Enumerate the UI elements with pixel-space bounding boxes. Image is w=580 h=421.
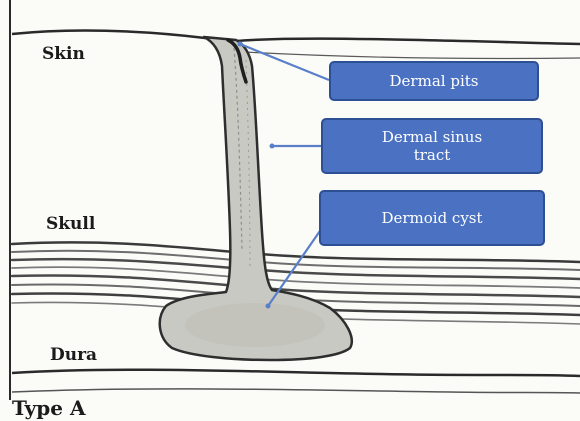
pointer-dot-tract [270, 144, 275, 149]
skin-surface-line [12, 31, 580, 44]
label-skin: Skin [42, 46, 85, 63]
pointer-dot-pits [238, 42, 243, 47]
pointer-dot-cyst [266, 304, 271, 309]
callout-dermal-pits: Dermal pits [329, 61, 539, 101]
skin-surface-line-2 [244, 52, 580, 59]
left-border-line [9, 0, 11, 400]
label-type-a: Type A [12, 398, 86, 418]
cyst-shading [185, 303, 325, 347]
label-skull: Skull [46, 216, 95, 233]
label-dura: Dura [50, 347, 97, 364]
callout-dermal-sinus-tract: Dermal sinus tract [321, 118, 543, 174]
dura-line [12, 370, 580, 376]
dura-line-2 [12, 389, 580, 393]
callout-dermoid-cyst: Dermoid cyst [319, 190, 545, 246]
